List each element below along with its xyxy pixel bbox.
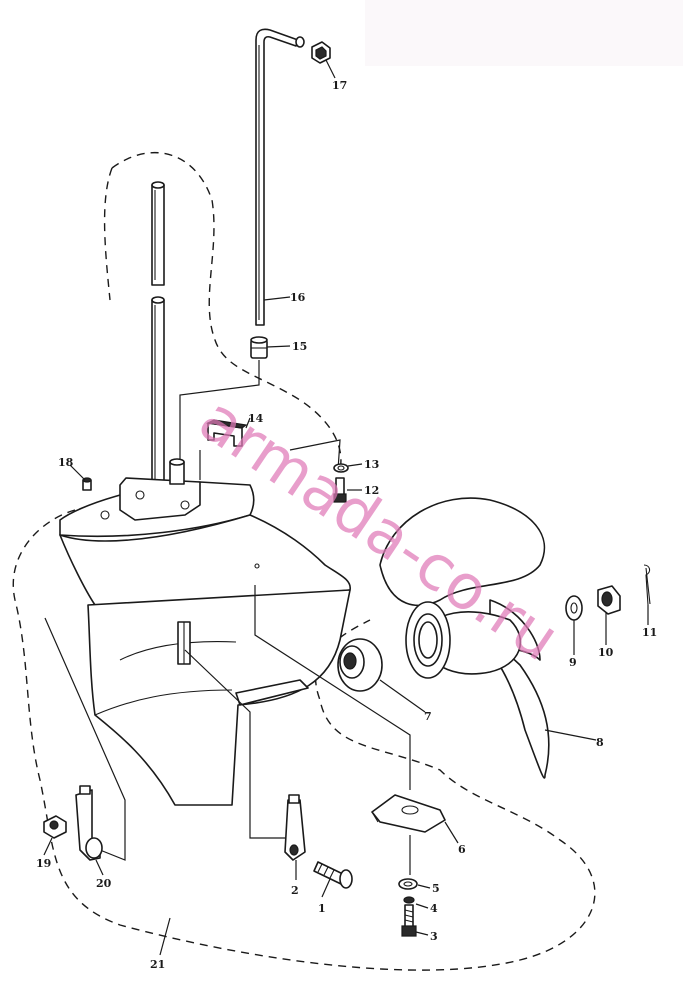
- bolt-part-3: [401, 904, 417, 937]
- callout-19: 19: [36, 857, 51, 870]
- leader-lines-housing: [44, 439, 411, 861]
- callout-4: 4: [430, 902, 438, 915]
- callout-21: 21: [150, 958, 165, 971]
- callout-15: 15: [292, 340, 307, 353]
- callout-20: 20: [96, 877, 112, 890]
- callout-18: 18: [58, 456, 74, 469]
- callout-11: 11: [642, 626, 657, 639]
- propeller-part-8: [379, 497, 550, 779]
- thrust-washer-part-7: [337, 638, 383, 692]
- nut-part-10: [597, 585, 621, 615]
- washer-part-5: [398, 878, 418, 890]
- bolt-part-12: [333, 477, 347, 503]
- anode-part-6: [371, 794, 446, 833]
- callout-16: 16: [290, 291, 306, 304]
- bracket-part-20: [75, 785, 103, 861]
- callout-6: 6: [458, 843, 466, 856]
- cotter-pin-part-11: [643, 564, 651, 606]
- callout-5: 5: [432, 882, 440, 895]
- callout-17: 17: [332, 79, 347, 92]
- bracket-part-2: [284, 794, 306, 861]
- background-panel: [365, 0, 683, 66]
- callout-1: 1: [318, 902, 326, 915]
- fitting-part-19: [43, 815, 67, 839]
- callout-leaders: [43, 59, 649, 956]
- callout-12: 12: [364, 484, 379, 497]
- seal-part-17: [311, 41, 331, 64]
- screw-part-1: [313, 861, 353, 889]
- driveshaft: [151, 181, 165, 486]
- plug-part-18: [82, 477, 92, 491]
- gear-case-housing: [59, 458, 351, 806]
- callout-2: 2: [291, 884, 299, 897]
- callout-14: 14: [248, 412, 264, 425]
- assembly-outline-21: [12, 151, 596, 971]
- leader-lines-top: [179, 360, 260, 480]
- plate-part-14: [206, 419, 248, 447]
- washer-part-4: [403, 896, 415, 904]
- callout-3: 3: [430, 930, 438, 943]
- grommet-part-15: [250, 336, 268, 359]
- callout-10: 10: [598, 646, 614, 659]
- water-tube: [255, 28, 305, 326]
- callout-9: 9: [569, 656, 577, 669]
- washer-part-13: [333, 463, 349, 473]
- callout-7: 7: [424, 710, 432, 723]
- callout-8: 8: [596, 736, 604, 749]
- callout-13: 13: [364, 458, 379, 471]
